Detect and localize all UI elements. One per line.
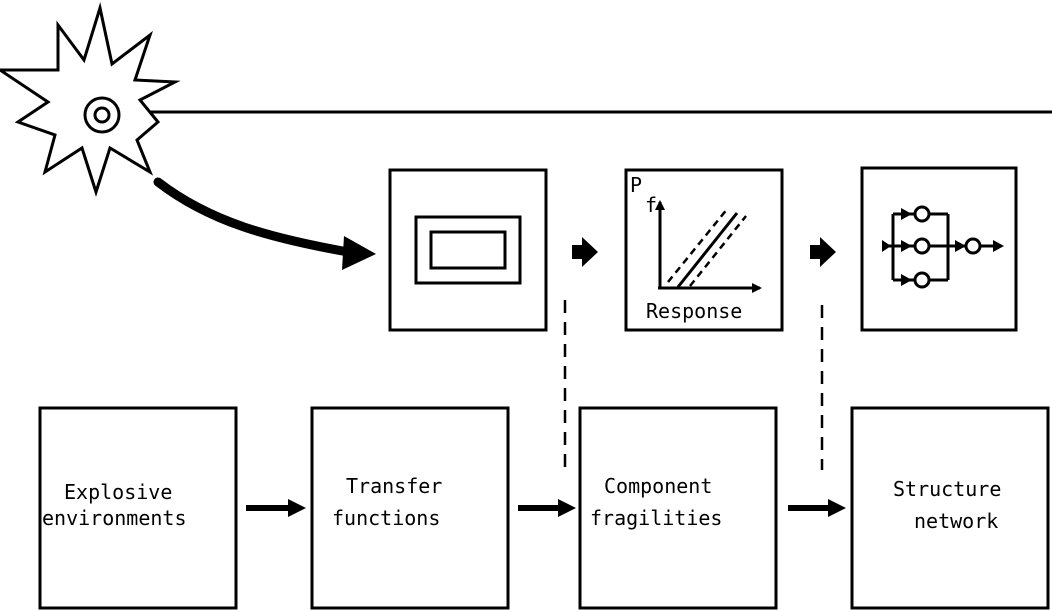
stage-label-line2: network	[914, 509, 998, 533]
flow-arrow-2	[518, 499, 576, 517]
fragility-curve-panel: P f Response	[624, 168, 784, 332]
panel-arrow-1	[572, 237, 598, 267]
fragility-curve-icon: P f Response	[630, 173, 762, 323]
y-axis-symbol: P	[630, 173, 642, 197]
structure-section-panel	[388, 168, 548, 332]
flow-arrow-1	[246, 499, 306, 517]
x-axis-label: Response	[646, 299, 742, 323]
stage-label-line1: Transfer	[346, 474, 442, 498]
stage-explosive-environments: Explosive environments	[38, 406, 238, 610]
explosion-icon	[0, 2, 181, 197]
stage-component-fragilities: Component fragilities	[578, 406, 778, 610]
network-diagram-panel	[860, 166, 1018, 332]
stage-label-line2: functions	[332, 506, 440, 530]
stage-label-line1: Component	[604, 474, 712, 498]
fragility-curve-solid	[676, 212, 739, 288]
stage-label-line1: Structure	[893, 477, 1001, 501]
stage-label-line2: environments	[42, 506, 187, 530]
structure-section-icon	[414, 215, 522, 285]
stage-transfer-functions: Transfer functions	[310, 406, 510, 610]
flow-arrow-3	[788, 499, 846, 517]
network-diagram-icon	[882, 205, 1004, 289]
curved-arrow	[153, 177, 376, 270]
fragility-curve-dashed-2	[689, 215, 747, 287]
stage-structure-network: Structure network	[850, 406, 1050, 610]
stage-label-line2: fragilities	[590, 506, 722, 530]
y-axis-subscript: f	[645, 193, 657, 217]
fragility-curve-dashed-1	[667, 207, 729, 283]
stage-label-line1: Explosive	[64, 480, 172, 504]
panel-arrow-2	[810, 237, 836, 267]
